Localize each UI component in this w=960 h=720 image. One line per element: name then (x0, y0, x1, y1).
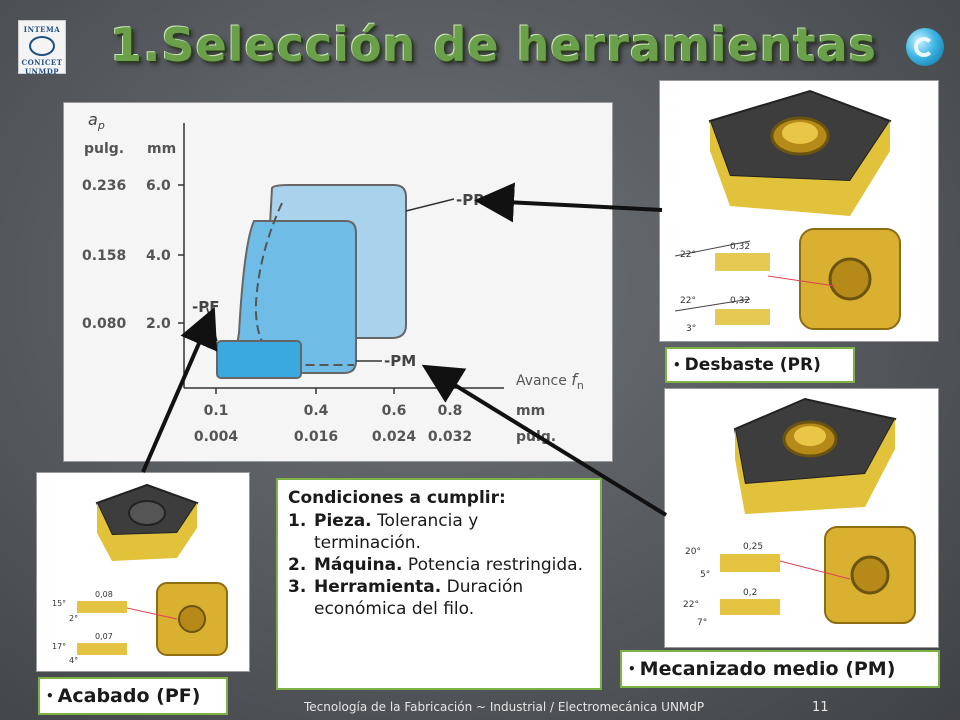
x-tick-mm: 0.6 (382, 403, 407, 419)
condition-text: Duración económica del filo. (314, 577, 524, 619)
condition-number: 1. (288, 511, 307, 531)
globe-icon (29, 36, 55, 56)
condition-number: 2. (288, 555, 307, 575)
x-tick-inch: 0.032 (428, 429, 472, 445)
label-mecanizado-medio: • Mecanizado medio (PM) (620, 650, 940, 688)
y-tick-mm: 2.0 (146, 316, 171, 332)
region-label-pm: -PM (384, 352, 416, 370)
label-acabado: • Acabado (PF) (38, 677, 228, 715)
x-unit-mm: mm (516, 403, 545, 419)
conditions-title: Condiciones a cumplir: (288, 488, 506, 508)
slide-title: 1.Selección de herramientas (110, 18, 877, 72)
condition-key: Herramienta. (314, 577, 442, 597)
svg-text:3°: 3° (686, 324, 696, 334)
slide-footer: Tecnología de la Fabricación ~ Industria… (304, 700, 705, 714)
x-tick-mm: 0.1 (204, 403, 229, 419)
wave-logo-icon (906, 28, 944, 66)
condition-key: Máquina. (314, 555, 403, 575)
svg-text:15°: 15° (52, 599, 66, 608)
y-tick-mm: 6.0 (146, 178, 171, 194)
region-pf (216, 340, 302, 379)
x-tick-mm: 0.4 (304, 403, 329, 419)
y-tick-inch: 0.080 (82, 316, 127, 332)
condition-item: 1. Pieza. Tolerancia y terminación. (288, 510, 590, 554)
condition-text: Potencia restringida. (402, 555, 583, 575)
x-unit-inch: pulg. (516, 429, 556, 445)
condition-number: 3. (288, 577, 307, 597)
x-tick-mm: 0.8 (438, 403, 463, 419)
feed-depth-chart: -PR -PM -PF ap pulg. mm 0.236 0.158 0.080 6… (82, 110, 584, 445)
svg-text:22°: 22° (680, 296, 696, 306)
logo-line-intema: INTEMA (23, 25, 61, 34)
bullet-icon: • (673, 358, 681, 372)
y-tick-mm: 4.0 (146, 248, 171, 264)
intema-logo: INTEMA CONICET UNMDP (18, 20, 66, 76)
svg-text:2°: 2° (69, 614, 78, 623)
svg-text:22°: 22° (683, 600, 699, 610)
svg-text:0,07: 0,07 (95, 632, 113, 641)
svg-text:22°: 22° (680, 250, 696, 260)
condition-item: 3. Herramienta. Duración económica del f… (288, 576, 590, 620)
condition-item: 2. Máquina. Potencia restringida. (288, 554, 590, 576)
insert-image-pm: 20° 0,25 5° 22° 0,2 7° (664, 388, 939, 648)
x-tick-inch: 0.024 (372, 429, 417, 445)
svg-text:4°: 4° (69, 656, 78, 665)
svg-text:0,32: 0,32 (730, 242, 750, 252)
x-tick-inch: 0.004 (194, 429, 239, 445)
logo-line-conicet: CONICET (21, 58, 63, 67)
y-tick-inch: 0.158 (82, 248, 126, 264)
y-tick-inch: 0.236 (82, 178, 126, 194)
svg-text:5°: 5° (700, 570, 710, 580)
chart-panel: -PR -PM -PF ap pulg. mm 0.236 0.158 0.080 6… (63, 102, 613, 462)
region-label-pr: -PR (456, 191, 485, 209)
svg-text:0,25: 0,25 (743, 542, 763, 552)
svg-text:0,32: 0,32 (730, 296, 750, 306)
x-tick-inch: 0.016 (294, 429, 338, 445)
condition-key: Pieza. (314, 511, 372, 531)
svg-text:17°: 17° (52, 642, 66, 651)
svg-text:7°: 7° (697, 618, 707, 628)
page-number: 11 (812, 700, 829, 715)
x-axis-label: Avance fn (516, 370, 584, 392)
label-acabado-text: Acabado (PF) (57, 685, 201, 707)
insert-image-pf: 15° 0,08 2° 17° 0,07 4° (36, 472, 250, 672)
logo-line-unmdp: UNMDP (24, 67, 60, 76)
svg-text:0,2: 0,2 (743, 588, 757, 598)
insert-image-pr: 22° 0,32 22° 0,32 3° (659, 80, 939, 342)
y-unit-mm: mm (147, 141, 176, 157)
pm-dashed-line (254, 202, 354, 366)
label-desbaste: • Desbaste (PR) (665, 347, 855, 383)
bullet-icon: • (46, 689, 54, 703)
region-label-pf: -PF (192, 298, 219, 316)
y-symbol: ap (88, 110, 105, 132)
bullet-icon: • (628, 662, 636, 676)
label-desbaste-text: Desbaste (PR) (684, 355, 821, 375)
svg-text:20°: 20° (685, 547, 701, 557)
y-unit-inch: pulg. (84, 141, 124, 157)
conditions-box: Condiciones a cumplir: 1. Pieza. Toleran… (276, 478, 602, 690)
label-mecanizado-text: Mecanizado medio (PM) (639, 658, 896, 680)
svg-text:0,08: 0,08 (95, 590, 113, 599)
